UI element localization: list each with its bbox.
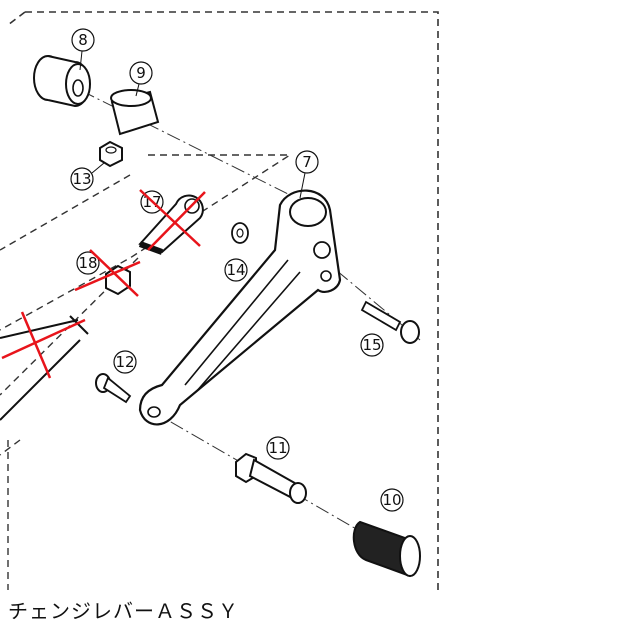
part-bushing-collar: 8 <box>33 28 95 108</box>
inner-dashed-frame-2 <box>0 174 131 251</box>
part-number-label: 14 <box>226 261 245 279</box>
diagram-title: チェンジレバーＡＳＳＹ <box>8 599 239 622</box>
part-rod-crossed <box>0 311 89 421</box>
part-pedal-shaft: 11 <box>235 436 307 504</box>
part-bolt-12: 12 <box>95 350 137 404</box>
part-bolt-15: 15 <box>360 300 420 357</box>
part-rod-end: 17 <box>138 189 206 255</box>
axis-line <box>59 79 331 216</box>
part-number-label: 7 <box>302 153 312 171</box>
part-washer: 14 <box>224 222 249 282</box>
part-nut-18: 18 <box>74 249 141 297</box>
part-number-label: 15 <box>362 336 381 354</box>
outer-dashed-frame <box>25 11 439 590</box>
cross-mark <box>139 189 206 251</box>
inner-dashed-frame-3 <box>0 439 21 456</box>
part-rubber-pedal: 10 <box>352 488 421 578</box>
cross-mark <box>74 249 141 297</box>
part-number-label: 8 <box>78 31 88 49</box>
cross-mark <box>1 311 86 379</box>
part-change-lever: 7 <box>138 150 342 426</box>
part-number-label: 13 <box>72 170 91 188</box>
part-number-label: 10 <box>382 491 401 509</box>
part-number-label: 18 <box>78 254 97 272</box>
part-nut-13: 13 <box>70 140 123 191</box>
part-number-label: 11 <box>268 439 287 457</box>
part-number-label: 12 <box>115 353 134 371</box>
part-number-label: 9 <box>136 64 146 82</box>
outer-dashed-frame-left <box>7 11 26 26</box>
part-sleeve: 9 <box>110 61 160 136</box>
